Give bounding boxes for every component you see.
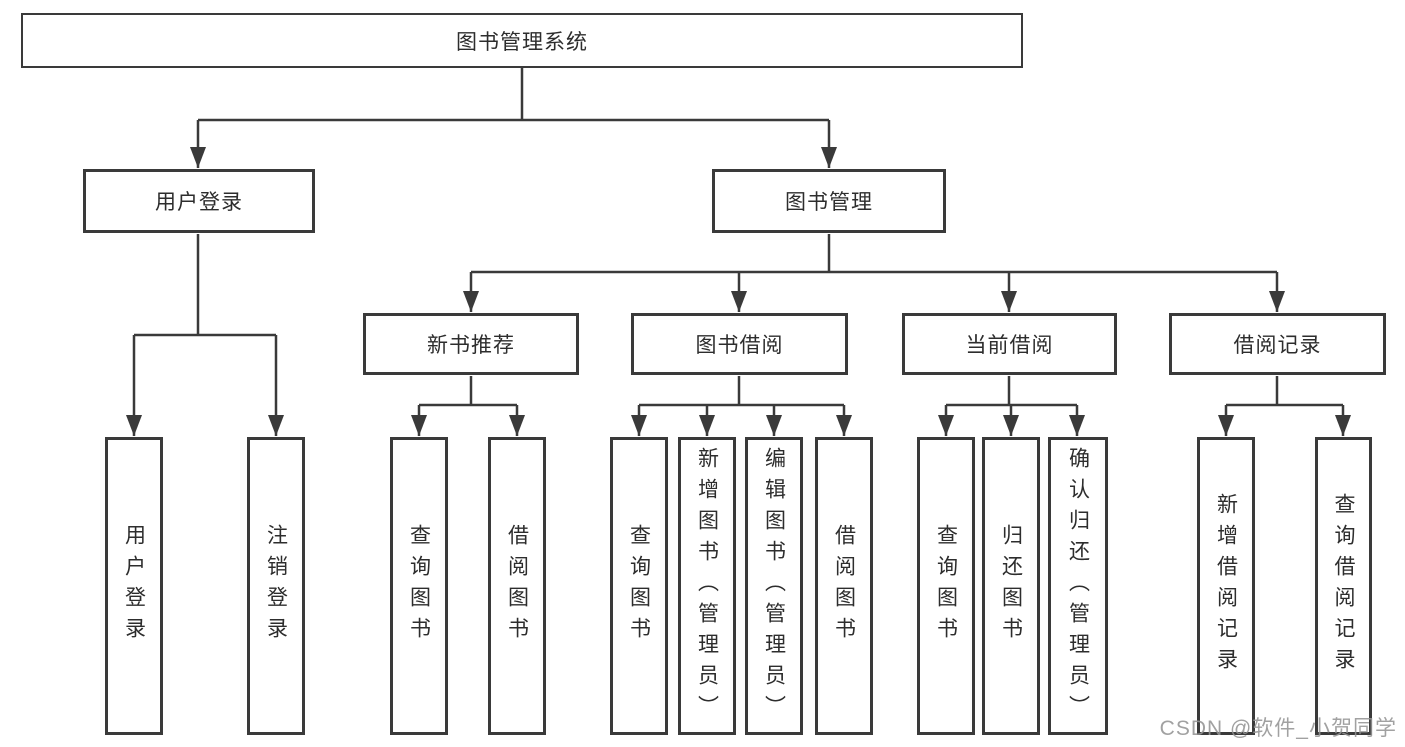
rail-user-login (134, 234, 276, 337)
rail-book-borrow (639, 376, 844, 407)
leaf-user-login-label: 用户登录 (122, 524, 146, 648)
node-book-borrow: 图书借阅 (631, 313, 848, 375)
leaf-logout: 注销登录 (247, 437, 305, 735)
leaf-add-book-admin: 新增图书（管理员） (678, 437, 736, 735)
node-borrow-records: 借阅记录 (1169, 313, 1386, 375)
node-book-management: 图书管理 (712, 169, 946, 233)
leaf-add-borrow-record-label: 新增借阅记录 (1214, 493, 1238, 679)
rail-current-borrow (946, 376, 1077, 407)
rail-new-book-recommend (419, 376, 517, 407)
leaf-query-books-2: 查询图书 (610, 437, 668, 735)
leaf-add-book-admin-label: 新增图书（管理员） (695, 446, 719, 726)
leaf-user-login: 用户登录 (105, 437, 163, 735)
leaf-edit-book-admin-label: 编辑图书（管理员） (762, 446, 786, 726)
leaf-query-books-2-label: 查询图书 (627, 524, 651, 648)
leaf-logout-label: 注销登录 (264, 524, 288, 648)
leaf-query-books-3-label: 查询图书 (934, 524, 958, 648)
leaf-borrow-books-2-label: 借阅图书 (832, 524, 856, 648)
leaf-add-borrow-record: 新增借阅记录 (1197, 437, 1255, 735)
node-current-borrow: 当前借阅 (902, 313, 1117, 375)
leaf-query-borrow-record-label: 查询借阅记录 (1332, 493, 1355, 679)
node-user-login: 用户登录 (83, 169, 315, 233)
node-root-library-system: 图书管理系统 (21, 13, 1023, 68)
leaf-edit-book-admin: 编辑图书（管理员） (745, 437, 803, 735)
leaf-query-borrow-record: 查询借阅记录 (1315, 437, 1372, 735)
leaf-query-books-1: 查询图书 (390, 437, 448, 735)
csdn-watermark: CSDN @软件_小贺同学 (1159, 717, 1397, 740)
leaf-query-books-3: 查询图书 (917, 437, 975, 735)
leaf-return-book-label: 归还图书 (999, 524, 1023, 648)
rail-book-management (471, 234, 1277, 274)
rail-borrow-records (1226, 376, 1343, 407)
node-new-book-recommend: 新书推荐 (363, 313, 579, 375)
rail-root (198, 67, 829, 122)
leaf-borrow-books-1-label: 借阅图书 (505, 524, 529, 648)
leaf-borrow-books-2: 借阅图书 (815, 437, 873, 735)
leaf-confirm-return-admin-label: 确认归还（管理员） (1066, 446, 1090, 726)
leaf-confirm-return-admin: 确认归还（管理员） (1048, 437, 1108, 735)
leaf-query-books-1-label: 查询图书 (407, 524, 431, 648)
leaf-borrow-books-1: 借阅图书 (488, 437, 546, 735)
leaf-return-book: 归还图书 (982, 437, 1040, 735)
